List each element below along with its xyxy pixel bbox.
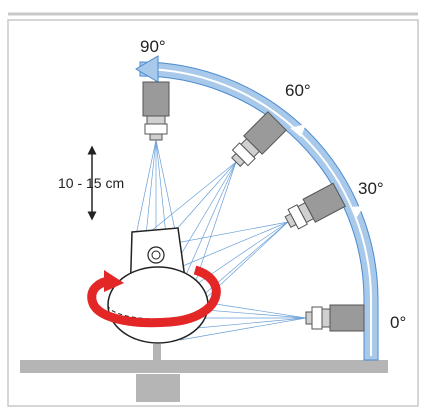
arc-inner-line (139, 68, 372, 356)
rotation-arrow-icon (87, 265, 221, 328)
arc-arrowhead-mid2 (350, 206, 364, 217)
angle-label-30: 30° (358, 179, 384, 198)
outer-frame (7, 19, 419, 407)
angle-label-90: 90° (140, 37, 166, 56)
sensor-0 (305, 304, 365, 332)
angle-label-60: 60° (285, 81, 311, 100)
distance-label: 10 - 15 cm (58, 175, 124, 191)
base-stand (136, 374, 180, 402)
base-platform (20, 360, 388, 373)
angle-label-0: 0° (390, 313, 406, 332)
sensor-60 (231, 111, 287, 167)
angle-arc (139, 61, 379, 361)
sensor-30 (284, 182, 346, 230)
center-post (153, 344, 161, 360)
sensor-90 (142, 81, 170, 141)
arc-arrowhead (135, 55, 159, 83)
arc-arrowhead-mid1 (290, 124, 306, 137)
